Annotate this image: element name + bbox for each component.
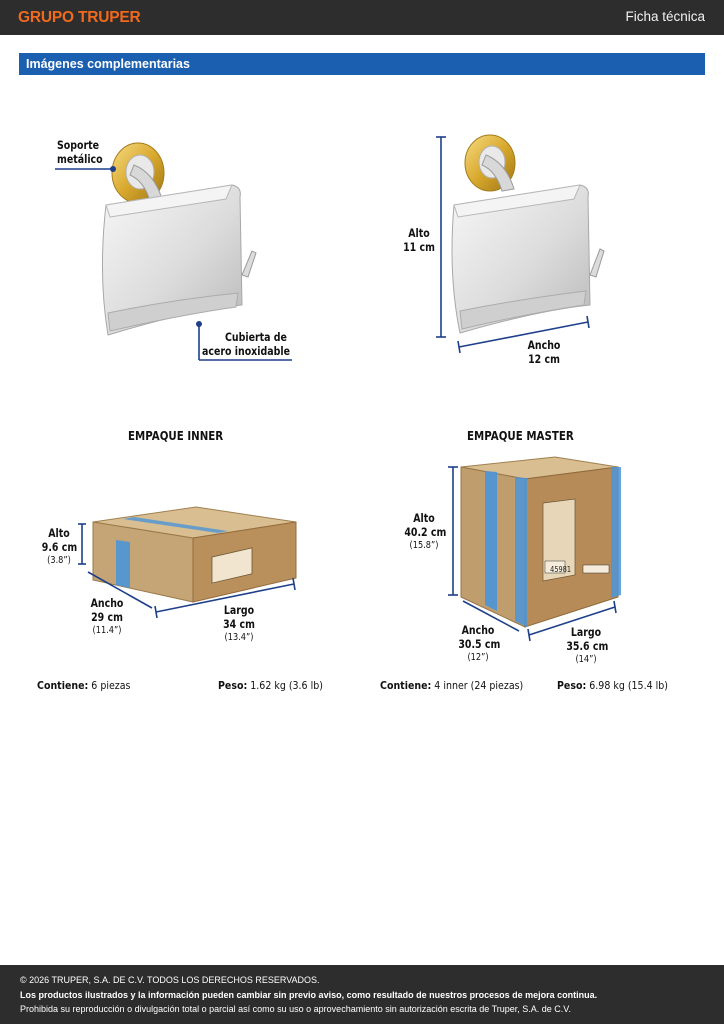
- product-photo-callouts: [101, 142, 257, 336]
- brand-logo: GRUPO TRUPER: [18, 9, 141, 26]
- inner-package-title: EMPAQUE INNER: [128, 428, 224, 443]
- support-leader-line: [55, 166, 116, 172]
- dim-ancho-product: Ancho 12 cm: [527, 338, 561, 366]
- callout-support: Soporte metálico: [57, 138, 103, 166]
- callout-cover: Cubierta de acero inoxidable: [202, 330, 290, 358]
- master-dim-ancho: Ancho 30.5 cm (12”): [458, 623, 501, 663]
- cover-leader-line: [196, 321, 292, 361]
- footer-prohibition: Prohibida su reproducción o divulgación …: [20, 1004, 571, 1014]
- section-title: Imágenes complementarias: [26, 57, 190, 71]
- master-package-title: EMPAQUE MASTER: [467, 428, 574, 443]
- inner-contents: Contiene: 6 piezas: [37, 679, 131, 692]
- header-bar: GRUPO TRUPER Ficha técnica: [0, 0, 724, 35]
- document-type: Ficha técnica: [625, 9, 705, 24]
- master-weight: Peso: 6.98 kg (15.4 lb): [557, 679, 668, 692]
- master-contents: Contiene: 4 inner (24 piezas): [380, 679, 524, 692]
- inner-dim-largo: Largo 34 cm (13.4”): [223, 603, 255, 643]
- footer-notice: Los productos ilustrados y la informació…: [20, 990, 598, 1000]
- footer-copyright: © 2026 TRUPER, S.A. DE C.V. TODOS LOS DE…: [20, 975, 320, 985]
- product-photo-dimensions: [436, 134, 605, 354]
- master-dim-largo: Largo 35.6 cm (14”): [566, 625, 609, 665]
- inner-box-illustration: [78, 506, 297, 619]
- master-box-illustration: [448, 456, 621, 642]
- master-box-code: 45981: [550, 565, 572, 574]
- dim-alto-product: Alto 11 cm: [403, 226, 435, 254]
- inner-dim-alto: Alto 9.6 cm (3.8”): [41, 526, 78, 566]
- section-header: Imágenes complementarias: [19, 53, 705, 75]
- footer: © 2026 TRUPER, S.A. DE C.V. TODOS LOS DE…: [0, 965, 724, 1024]
- inner-dim-ancho: Ancho 29 cm (11.4”): [90, 596, 124, 636]
- inner-weight: Peso: 1.62 kg (3.6 lb): [218, 679, 323, 692]
- master-dim-alto: Alto 40.2 cm (15.8”): [404, 511, 447, 551]
